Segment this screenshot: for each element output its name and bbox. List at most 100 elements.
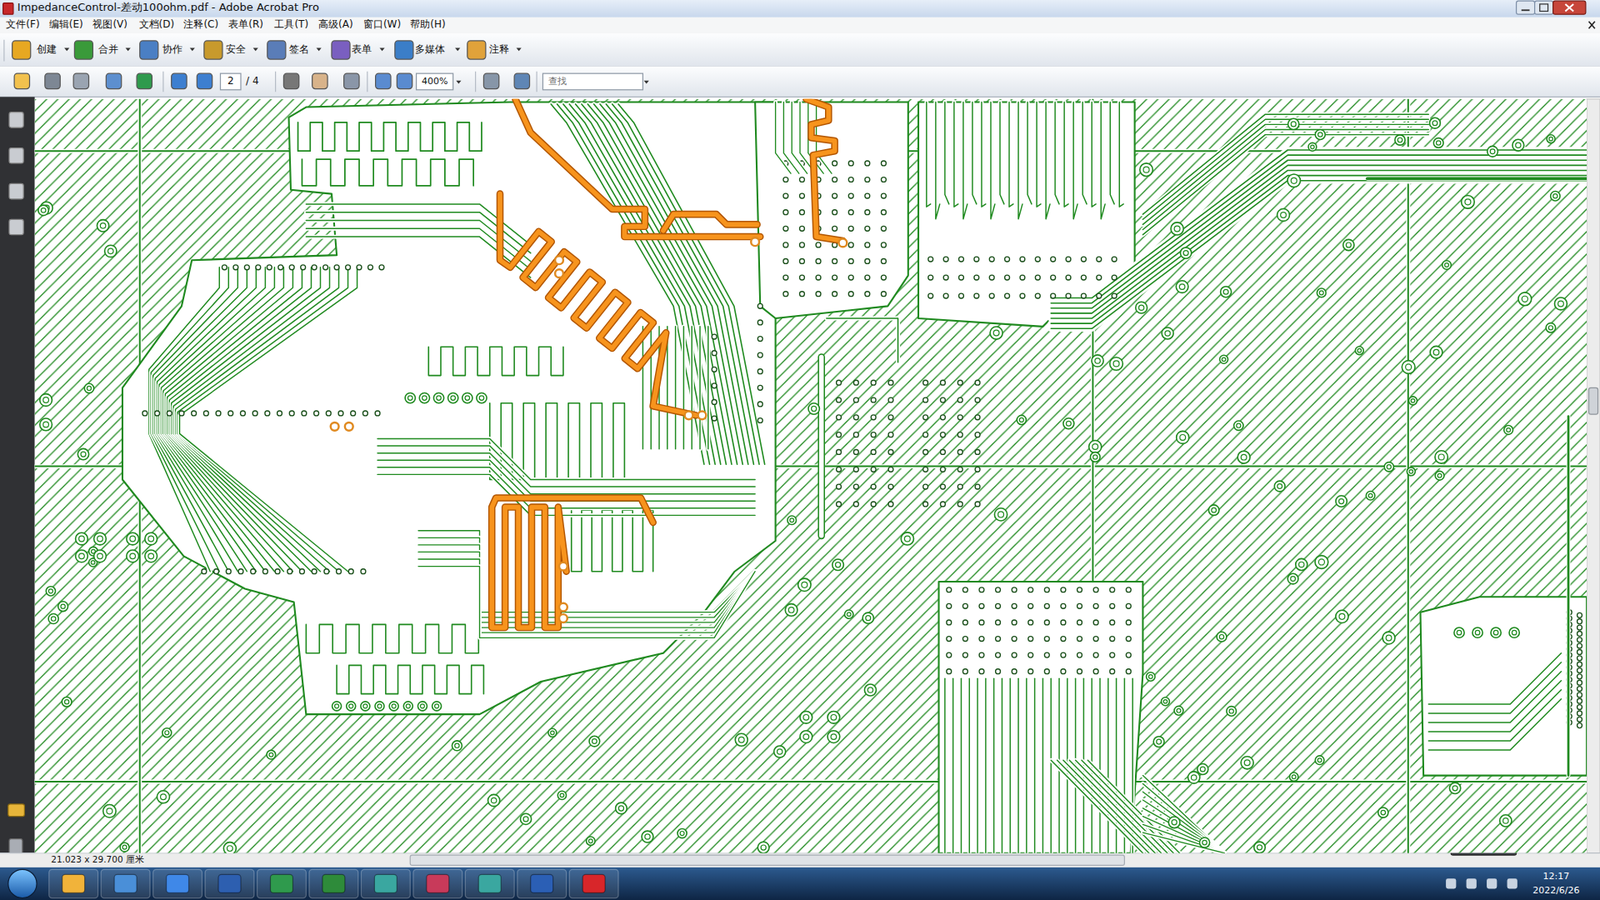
pcb-graphic — [126, 550, 140, 563]
pcb-graphic — [681, 326, 686, 450]
pcb-graphic — [105, 73, 121, 89]
pcb-graphic — [853, 484, 859, 490]
pcb-graphic — [690, 326, 695, 450]
pcb-graphic — [1454, 627, 1465, 638]
pcb-graphic — [345, 265, 351, 270]
pcb-graphic — [836, 397, 842, 403]
pcb-graphic — [1428, 690, 1561, 741]
pcb-graphic — [1143, 166, 1150, 173]
pcb-graphic — [1546, 135, 1555, 144]
pcb-graphic — [1111, 293, 1117, 299]
pcb-graphic — [43, 397, 50, 404]
pcb-graphic — [663, 214, 758, 231]
pcb-graphic — [1308, 142, 1317, 151]
pcb-graphic — [1001, 678, 1003, 853]
pcb-graphic — [244, 265, 250, 270]
pcb-graphic — [1577, 612, 1583, 618]
pcb-graphic — [790, 518, 795, 523]
pcb-graphic — [1111, 275, 1117, 280]
pcb-graphic — [699, 326, 700, 450]
pcb-graphic — [935, 101, 940, 219]
menu-item: 窗口(W) — [363, 19, 401, 30]
pcb-graphic — [1065, 256, 1071, 262]
pcb-graphic — [880, 225, 886, 231]
pcb-graphic — [1430, 117, 1441, 129]
pcb-graphic — [148, 535, 155, 542]
pcb-graphic — [777, 749, 783, 755]
pcb-graphic — [870, 450, 876, 455]
pcb-graphic — [957, 501, 963, 507]
pcb-graphic — [1135, 301, 1148, 314]
pcb-graphic — [943, 256, 949, 262]
pcb-graphic — [1197, 764, 1209, 775]
pcb-graphic — [221, 265, 227, 270]
pcb-graphic — [420, 704, 425, 709]
pcb-graphic — [120, 842, 130, 852]
pcb-graphic — [993, 678, 995, 853]
pcb-graphic — [808, 403, 820, 415]
pcb-graphic — [995, 620, 1001, 625]
pcb-graphic — [711, 400, 717, 405]
pcb-graphic — [1202, 840, 1207, 845]
pcb-graphic — [346, 701, 356, 711]
pcb-graphic — [1589, 387, 1599, 415]
pcb-graphic — [1549, 136, 1553, 140]
pcb-graphic — [1069, 760, 1161, 853]
pcb-graphic — [1156, 739, 1162, 745]
pcb-graphic — [865, 291, 870, 297]
pcb-graphic — [940, 450, 945, 455]
pcb-graphic — [35, 780, 1587, 785]
pcb-graphic — [783, 275, 789, 280]
pcb-graphic — [266, 265, 272, 270]
pcb-graphic — [233, 265, 239, 270]
pcb-graphic — [1405, 364, 1412, 370]
pcb-graphic — [316, 48, 322, 52]
pcb-graphic — [865, 259, 870, 265]
pcb-graphic — [959, 275, 965, 280]
pcb-graphic — [204, 40, 223, 60]
pcb-graphic — [1089, 440, 1102, 453]
pcb-graphic — [1077, 669, 1083, 675]
pcb-graphic — [491, 498, 653, 629]
pcb-graphic — [289, 410, 295, 416]
pcb-graphic — [1008, 678, 1013, 853]
pcb-graphic — [800, 210, 805, 215]
pcb-graphic — [865, 193, 870, 199]
pcb-graphic — [1277, 209, 1290, 222]
pcb-graphic — [957, 484, 963, 490]
pcb-graphic — [1506, 428, 1511, 433]
pcb-graphic — [848, 291, 854, 297]
pcb-graphic — [800, 193, 805, 199]
pcb-graphic — [1577, 655, 1583, 661]
pcb-graphic — [324, 569, 330, 575]
pcb-graphic — [946, 669, 952, 675]
pcb-graphic — [1044, 652, 1050, 658]
pcb-graphic — [1335, 495, 1347, 507]
pcb-graphic — [940, 466, 945, 472]
pcb-graphic — [336, 665, 484, 694]
pcb-graphic — [963, 101, 968, 219]
pcb-graphic — [479, 395, 485, 401]
pcb-graphic — [1005, 256, 1010, 262]
pcb-graphic — [985, 678, 986, 853]
pcb-graphic — [517, 869, 567, 898]
pcb-graphic — [1355, 346, 1364, 355]
pcb-graphic — [805, 99, 843, 241]
pcb-graphic — [711, 383, 717, 389]
pcb-graphic — [645, 834, 650, 840]
pcb-graphic — [1465, 199, 1471, 205]
pcb-graphic — [205, 869, 255, 898]
pcb-graphic — [1280, 212, 1287, 219]
pcb-graphic — [989, 293, 995, 299]
pcb-graphic — [848, 193, 854, 199]
pcb-graphic — [61, 696, 72, 707]
pcb-graphic — [305, 624, 479, 653]
pcb-graphic — [839, 239, 848, 248]
pcb-graphic — [848, 259, 854, 265]
pcb-graphic — [998, 511, 1005, 518]
pcb-graphic — [783, 210, 789, 215]
pcb-graphic — [644, 80, 650, 85]
pcb-graphic — [360, 569, 366, 575]
pcb-graphic — [888, 466, 894, 472]
pcb-graphic — [1199, 837, 1210, 848]
